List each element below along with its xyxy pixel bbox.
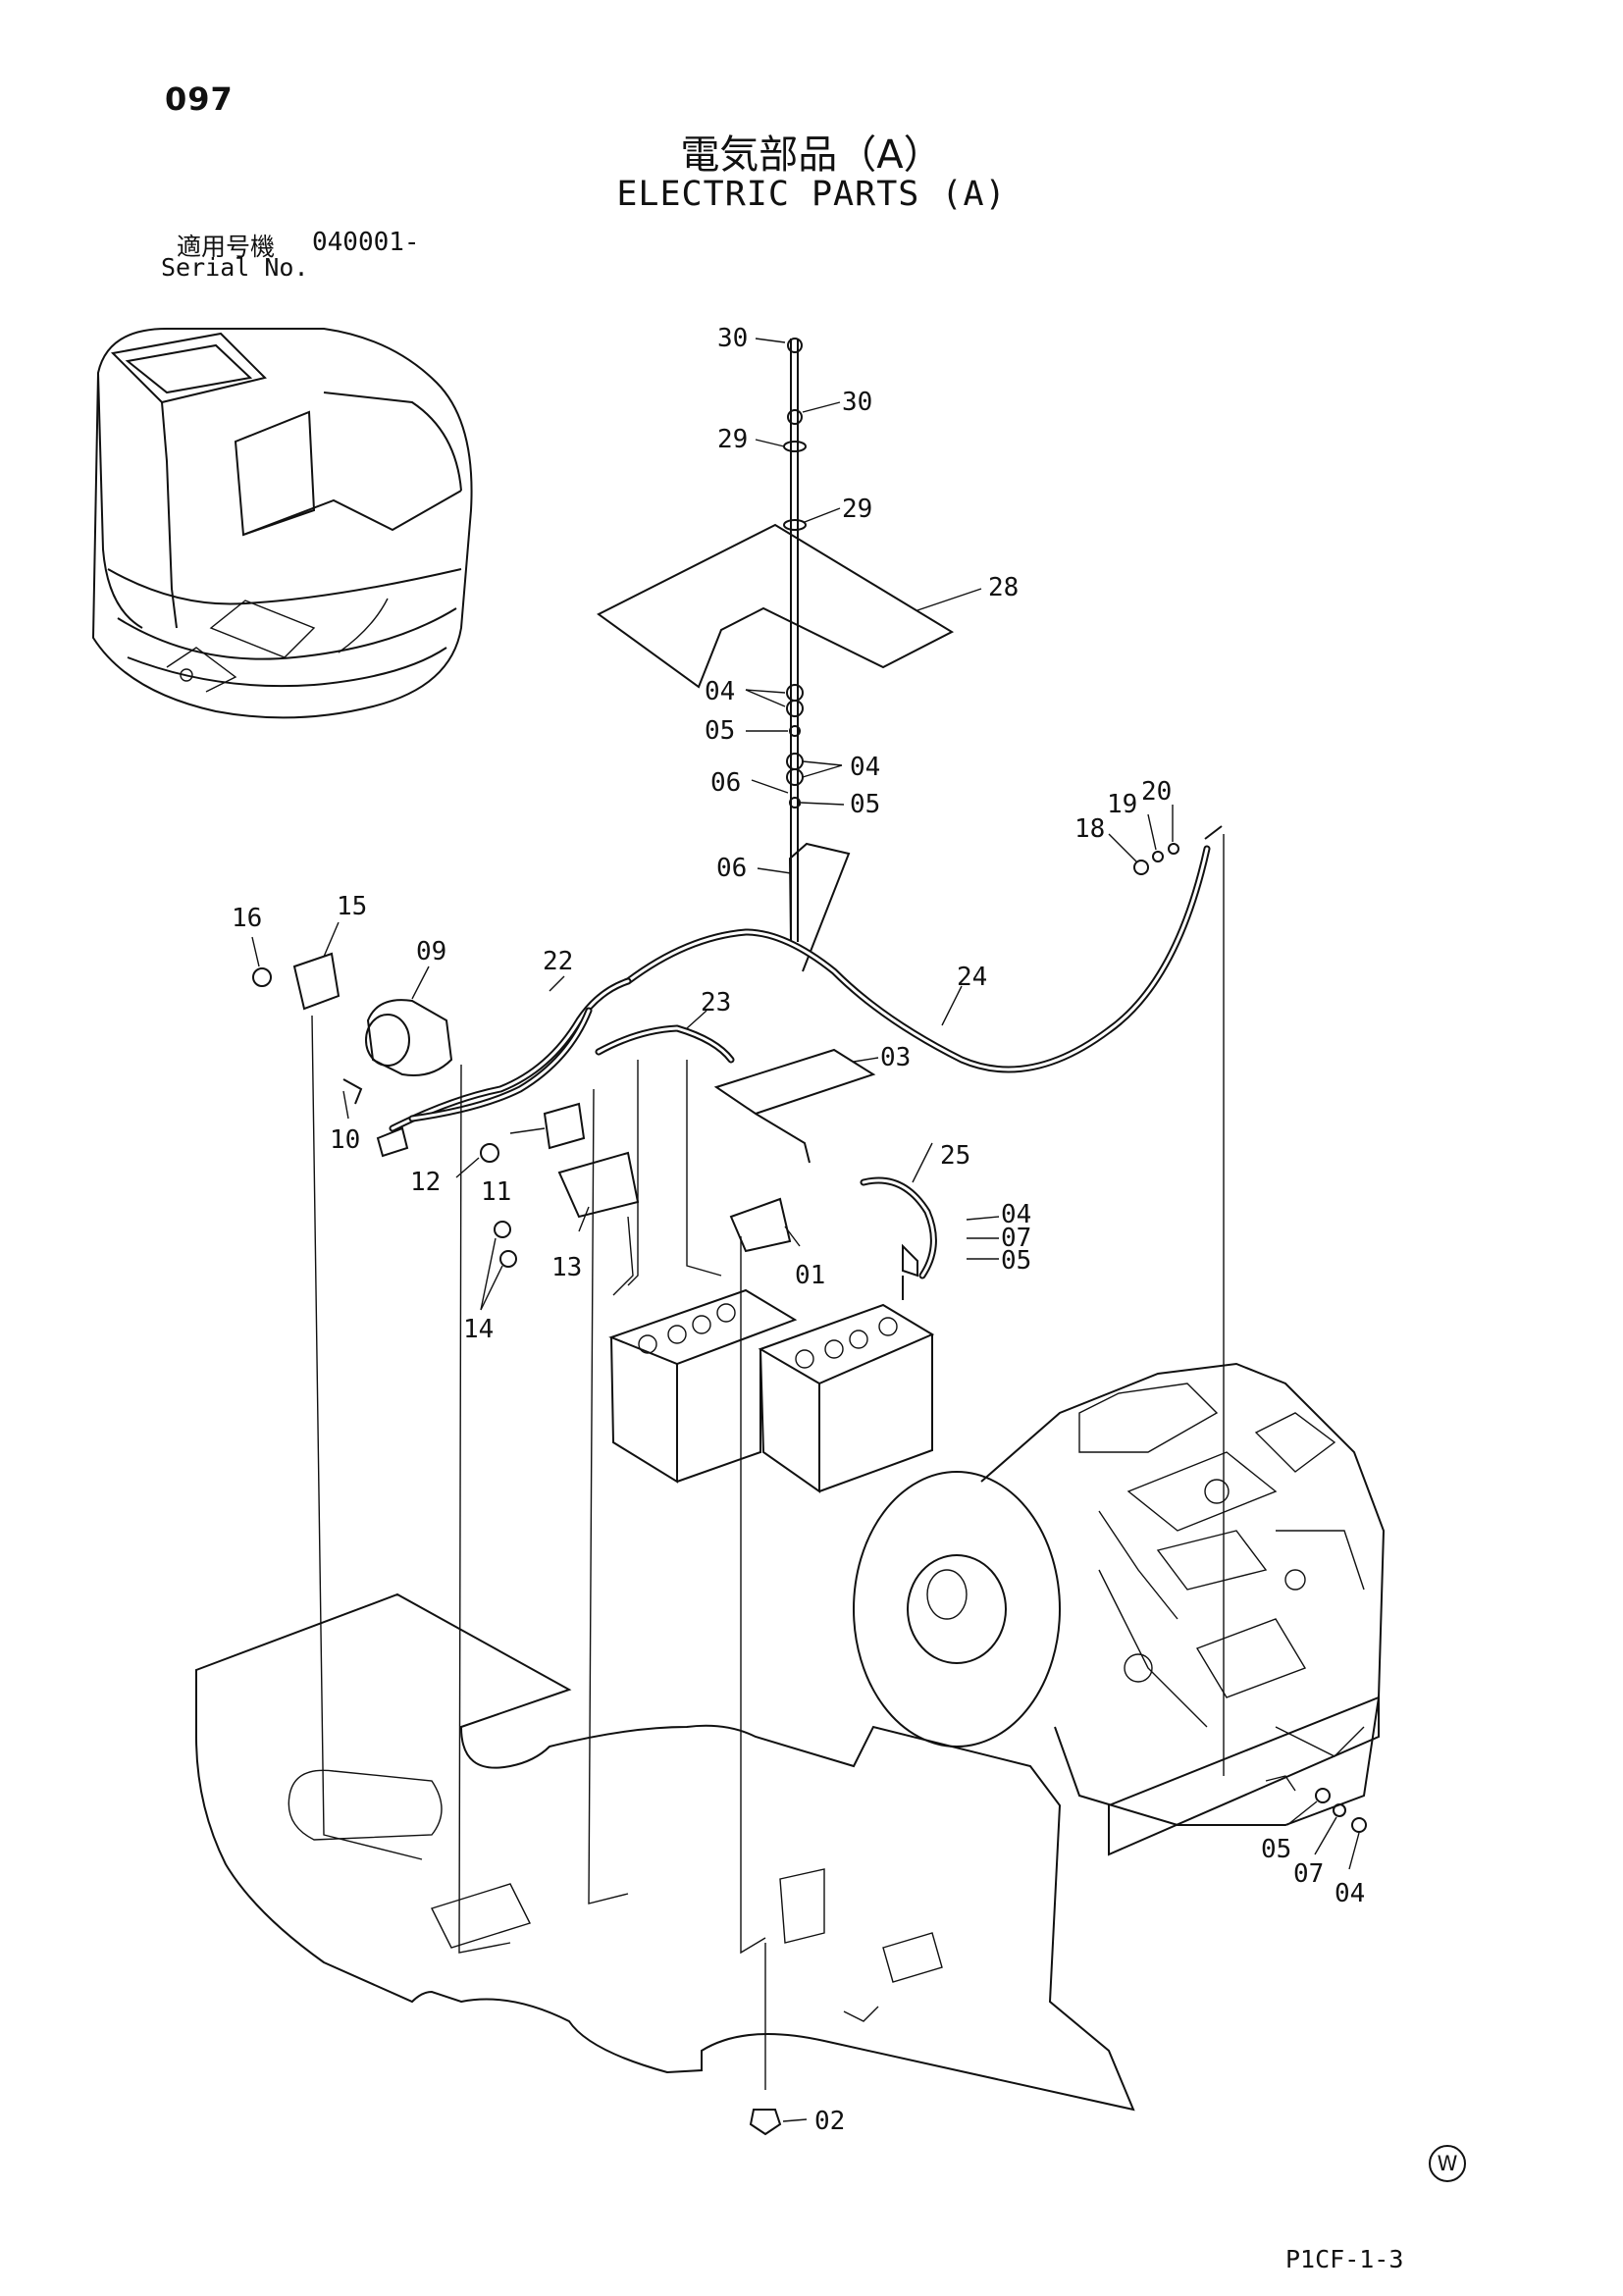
callout-19: 19 (1107, 790, 1137, 819)
callout-23: 23 (701, 988, 731, 1018)
battery-cable-25 (860, 1176, 937, 1300)
battery-cable-stack (597, 338, 955, 972)
callout-06-lower: 06 (716, 854, 747, 883)
callout-18: 18 (1074, 814, 1105, 844)
callout-04-upper: 04 (705, 677, 735, 706)
callout-03: 03 (880, 1043, 911, 1072)
callout-25: 25 (940, 1141, 970, 1171)
callout-04-middle: 04 (850, 753, 880, 782)
ground-cable (624, 825, 1225, 1776)
callout-28: 28 (988, 573, 1019, 602)
watermark-w-icon: W (1429, 2145, 1466, 2182)
battery-link-cable (595, 1024, 876, 1253)
engine (853, 1362, 1386, 1856)
callout-05-right: 05 (1001, 1246, 1031, 1276)
callout-14: 14 (463, 1315, 494, 1344)
callout-04-engine: 04 (1335, 1879, 1365, 1908)
installation-leaders (311, 1015, 766, 2090)
callout-02: 02 (814, 2107, 845, 2136)
callout-29-upper: 29 (717, 425, 748, 454)
callout-labels: 30 30 29 29 28 04 05 04 06 05 06 18 19 2… (232, 324, 1365, 2136)
callout-15: 15 (337, 892, 367, 921)
callout-22: 22 (543, 947, 573, 976)
callout-30-upper: 30 (717, 324, 748, 353)
callout-30-lower: 30 (842, 388, 872, 417)
batteries (608, 1288, 935, 1493)
serial-label-japanese: 適用号機 (177, 233, 276, 261)
callout-04-right: 04 (1001, 1200, 1031, 1229)
title-english: ELECTRIC PARTS (A) (616, 175, 1007, 214)
title-japanese: 電気部品（A） (680, 132, 943, 178)
callout-29-lower: 29 (842, 495, 872, 524)
page-number: 097 (165, 80, 234, 118)
callout-13: 13 (551, 1253, 582, 1282)
callout-05-middle: 05 (850, 790, 880, 819)
callout-11: 11 (481, 1177, 511, 1207)
callout-01: 01 (795, 1261, 825, 1290)
callout-07-engine: 07 (1293, 1859, 1324, 1889)
base-frame (195, 1592, 1135, 2112)
callout-06-upper: 06 (710, 768, 741, 798)
serial-label-english: Serial No. (161, 253, 309, 282)
callout-07-right: 07 (1001, 1224, 1031, 1253)
bolt-02 (749, 2109, 782, 2136)
callout-05-engine: 05 (1261, 1835, 1291, 1864)
drawing-code: P1CF-1-3 (1285, 2245, 1404, 2273)
machine-overview-inset (91, 328, 473, 719)
callout-12: 12 (410, 1168, 441, 1197)
callout-16: 16 (232, 904, 262, 933)
callout-09: 09 (416, 937, 446, 966)
callout-10: 10 (330, 1125, 360, 1155)
callout-leaders (251, 338, 1360, 2122)
relay-cable (342, 977, 632, 1158)
callout-20: 20 (1141, 777, 1172, 807)
callout-24: 24 (957, 963, 987, 992)
serial-value: 040001- (312, 228, 420, 257)
callout-05-upper: 05 (705, 716, 735, 746)
